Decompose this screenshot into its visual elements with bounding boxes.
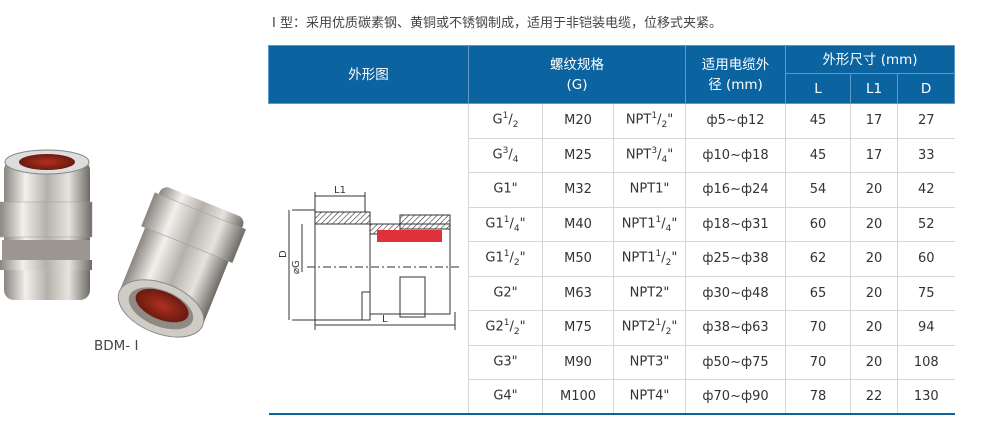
header-thread: 螺纹规格(G): [467, 45, 687, 104]
cell-cable-range: ф30~ф48: [685, 276, 787, 311]
cell-L: 45: [785, 103, 852, 139]
cell-L: 65: [785, 276, 852, 311]
product-photo: [0, 140, 260, 340]
cell-g-thread: G4": [468, 379, 543, 415]
intro-text: Ⅰ 型：采用优质碳素钢、黄铜或不锈钢制成，适用于非铠装电缆，位移式夹紧。: [272, 16, 722, 31]
cell-L: 60: [785, 207, 852, 242]
cell-m-thread: M75: [542, 310, 614, 346]
cell-m-thread: M100: [542, 379, 614, 415]
header-figure: 外形图: [268, 45, 469, 104]
header-cable: 适用电缆外径 (mm): [685, 45, 787, 104]
header-L1: L1: [850, 73, 899, 104]
cell-cable-range: ф18~ф31: [685, 207, 787, 242]
gland-left: [0, 149, 93, 300]
cell-L: 62: [785, 241, 852, 277]
cell-g-thread: G11/4": [468, 207, 543, 242]
cell-npt-thread: NPT11/4": [613, 207, 687, 242]
header-D: D: [897, 73, 956, 104]
header-L: L: [785, 73, 852, 104]
cell-L1: 20: [850, 172, 899, 208]
cell-L: 70: [785, 310, 852, 346]
cell-g-thread: G21/2": [468, 310, 543, 346]
cable-gland-photo: [0, 149, 247, 338]
cell-m-thread: M25: [542, 138, 614, 173]
cell-cable-range: ф25~ф38: [685, 241, 787, 277]
label-l: L: [382, 314, 388, 325]
label-d: D: [278, 250, 289, 258]
cell-g-thread: G11/2": [468, 241, 543, 277]
product-model-label: BDM- Ⅰ: [94, 338, 139, 354]
cell-D: 33: [897, 138, 955, 173]
cell-L1: 20: [850, 207, 899, 242]
cell-L1: 17: [850, 138, 899, 173]
seal-ring: [377, 230, 442, 242]
cell-L1: 20: [850, 310, 899, 346]
cell-cable-range: ф38~ф63: [685, 310, 787, 346]
cell-D: 60: [897, 241, 955, 277]
cell-cable-range: ф16~ф24: [685, 172, 787, 208]
cell-D: 130: [897, 379, 955, 415]
cell-L1: 20: [850, 276, 899, 311]
gland-right: [117, 187, 247, 338]
cell-npt-thread: NPT21/2": [613, 310, 687, 346]
cell-D: 52: [897, 207, 955, 242]
cell-npt-thread: NPT1/2": [613, 103, 687, 139]
cell-npt-thread: NPT1": [613, 172, 687, 208]
cell-g-thread: G1": [468, 172, 543, 208]
cell-cable-range: ф70~ф90: [685, 379, 787, 415]
cell-D: 108: [897, 345, 955, 380]
spec-table: 外形图 螺纹规格(G) 适用电缆外径 (mm) 外形尺寸 (mm) L L1 D…: [268, 45, 956, 415]
cell-npt-thread: NPT3/4": [613, 138, 687, 173]
cell-D: 42: [897, 172, 955, 208]
label-g: ⌀G: [291, 260, 302, 274]
cell-m-thread: M40: [542, 207, 614, 242]
label-l1: L1: [334, 185, 346, 196]
cell-g-thread: G1/2: [468, 103, 543, 139]
cell-g-thread: G2": [468, 276, 543, 311]
cell-D: 94: [897, 310, 955, 346]
header-dims: 外形尺寸 (mm): [785, 45, 956, 74]
cell-D: 75: [897, 276, 955, 311]
cell-npt-thread: NPT3": [613, 345, 687, 380]
cell-npt-thread: NPT11/2": [613, 241, 687, 277]
cell-L1: 17: [850, 103, 899, 139]
cell-D: 27: [897, 103, 955, 139]
cell-L: 70: [785, 345, 852, 380]
cell-L: 45: [785, 138, 852, 173]
cell-npt-thread: NPT2": [613, 276, 687, 311]
cell-cable-range: ф5~ф12: [685, 103, 787, 139]
cell-cable-range: ф10~ф18: [685, 138, 787, 173]
cell-m-thread: M63: [542, 276, 614, 311]
cell-L1: 20: [850, 241, 899, 277]
cell-m-thread: M32: [542, 172, 614, 208]
dimension-drawing: L1 D ⌀G L: [278, 185, 460, 330]
cell-m-thread: M20: [542, 103, 614, 139]
cell-npt-thread: NPT4": [613, 379, 687, 415]
cell-g-thread: G3/4: [468, 138, 543, 173]
cell-L1: 22: [850, 379, 899, 415]
cell-L: 78: [785, 379, 852, 415]
cell-m-thread: M50: [542, 241, 614, 277]
cell-g-thread: G3": [468, 345, 543, 380]
cell-m-thread: M90: [542, 345, 614, 380]
cell-L1: 20: [850, 345, 899, 380]
cell-L: 54: [785, 172, 852, 208]
cell-cable-range: ф50~ф75: [685, 345, 787, 380]
